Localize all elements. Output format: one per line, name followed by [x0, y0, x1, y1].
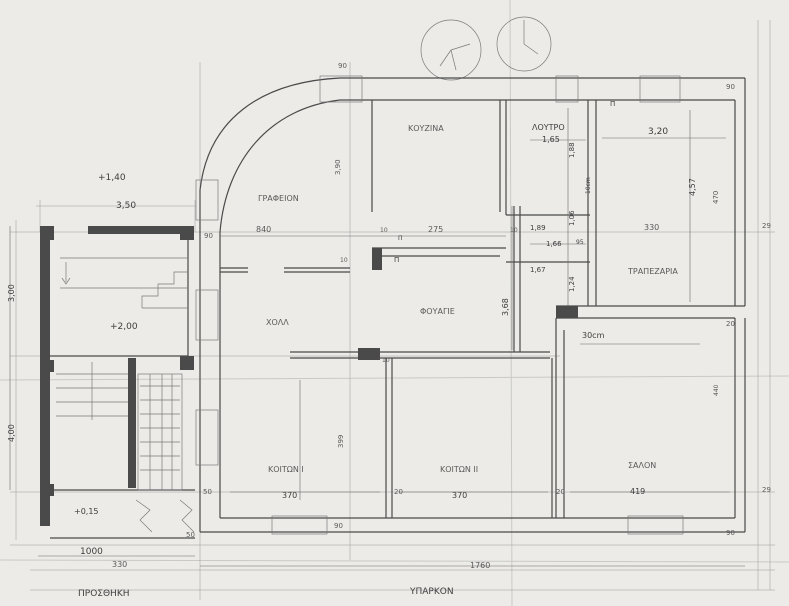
room-hall-label: ΧΟΛΛ: [266, 318, 289, 327]
room-foyer-label: ΦΟΥΑΓΙΕ: [420, 307, 455, 316]
dim-390: 3,90: [334, 159, 342, 175]
dim-470: 470: [712, 191, 720, 204]
dim-30cm: 30cm: [582, 331, 605, 340]
dim-300: 3,00: [7, 284, 16, 302]
main-house-walls: [195, 75, 746, 535]
dim-188: 1,88: [568, 142, 576, 158]
dim-90-left: 90: [204, 232, 213, 240]
dimension-lines: [9, 108, 745, 567]
door-mark-1: Π: [394, 256, 399, 264]
dim-165: 1,65: [542, 135, 560, 144]
room-bath-label: ΛΟΥΤΡΟ: [532, 123, 565, 132]
dim-50-b: 50: [186, 531, 195, 539]
dim-166: 1,66: [546, 240, 562, 248]
room-office-label: ΓΡΑΦΕΙΟΝ: [258, 194, 299, 203]
level-mark-1: +1,40: [98, 173, 126, 183]
dim-320: 3,20: [648, 127, 668, 137]
dim-29-b: 29: [762, 486, 771, 494]
dim-20-b: 20: [394, 488, 403, 496]
dim-90-bottom-right: 90: [726, 529, 735, 537]
dim-400: 4,00: [7, 424, 16, 442]
level-mark-3: +0,15: [74, 507, 99, 516]
room-bedroom1-label: ΚΟΙΤΩΝ I: [268, 465, 304, 474]
level-mark-2: +2,00: [110, 322, 138, 332]
dim-106: 1,06: [568, 210, 576, 226]
dim-419: 419: [630, 487, 645, 496]
dim-167: 1,67: [530, 266, 546, 274]
dim-330: 330: [644, 223, 659, 232]
room-kitchen-label: ΚΟΥΖΙΝΑ: [408, 124, 444, 133]
dim-10-c: 10: [340, 257, 348, 264]
dim-10-b: 10: [510, 227, 518, 234]
tree-icon-left: [420, 19, 482, 81]
dim-124: 1,24: [568, 276, 576, 292]
dim-189: 1,89: [530, 224, 546, 232]
dim-350: 3,50: [116, 201, 136, 211]
interior-partitions: [220, 100, 597, 518]
dim-20-a: 20: [726, 320, 735, 328]
tree-icon-right: [496, 16, 552, 72]
front-yard-label: ΠΡΟΣΘΗΚΗ: [78, 589, 130, 599]
dim-95: 95: [576, 239, 584, 246]
dim-90-top: 90: [338, 62, 347, 70]
dim-10-d: 10: [382, 357, 390, 364]
room-dining-label: ΤΡΑΠΕΖΑΡΙΑ: [627, 267, 678, 276]
dimension-labels: 3,50 90 90 90 90 90 840 275 3,90 3,20 4,…: [7, 62, 771, 570]
room-labels: ΚΟΥΖΙΝΑ ΓΡΑΦΕΙΟΝ ΛΟΥΤΡΟ ΤΡΑΠΕΖΑΡΙΑ ΧΟΛΛ …: [78, 123, 678, 599]
dim-90-bottom: 90: [334, 522, 343, 530]
dim-840: 840: [256, 225, 271, 234]
door-mark-2: Π: [610, 100, 615, 108]
room-bedroom2-label: ΚΟΙΤΩΝ II: [440, 465, 478, 474]
dim-20-c: 20: [556, 488, 565, 496]
street-label: ΥΠΑΡΚΟΝ: [409, 587, 454, 597]
dim-1760: 1760: [470, 561, 490, 570]
level-marks: +1,40 +2,00 +0,15: [74, 173, 138, 516]
dim-457: 4,57: [688, 178, 697, 196]
dim-440: 440: [713, 384, 720, 396]
annex-walls: [40, 226, 195, 539]
dim-1000: 1000: [80, 547, 103, 557]
dim-10-a: 10: [380, 227, 388, 234]
dim-370-b: 370: [452, 491, 467, 500]
door-mark-3: Π: [398, 235, 403, 242]
dim-370-a: 370: [282, 491, 297, 500]
room-salon-label: ΣΑΛΟΝ: [628, 461, 656, 470]
dim-90-right: 90: [726, 83, 735, 91]
dim-368: 3,68: [501, 298, 510, 316]
dim-399: 399: [337, 435, 345, 448]
dim-29-a: 29: [762, 222, 771, 230]
dim-10cm: 10cm: [585, 177, 592, 194]
dim-275: 275: [428, 225, 443, 234]
dim-330-bottom: 330: [112, 560, 127, 569]
dim-50-a: 50: [203, 488, 212, 496]
